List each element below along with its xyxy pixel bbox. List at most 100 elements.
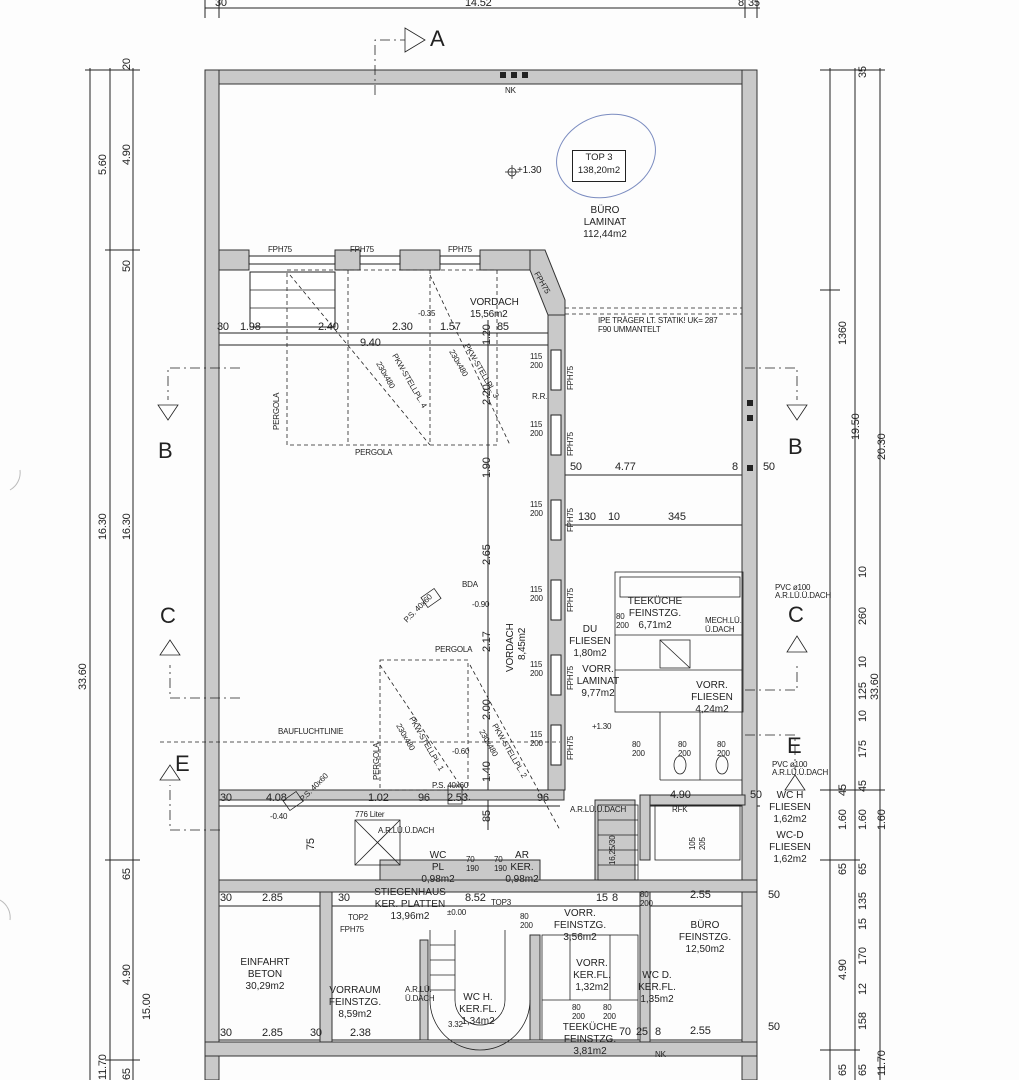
door-height: 200: [520, 921, 533, 930]
annotation-liter: 776 Liter: [355, 810, 385, 819]
dimension: 8: [612, 892, 618, 904]
dimension: 30: [217, 321, 229, 333]
dimension: 20.30: [876, 433, 888, 460]
room-area: 1,62m2: [773, 814, 807, 825]
annotation-level-130: +1.30: [517, 165, 542, 176]
dimension: 2.30: [392, 321, 413, 333]
dimension: 135: [857, 892, 869, 910]
dimension: 1.20: [481, 324, 493, 345]
dimension: 4.90: [837, 959, 849, 980]
room-floor: KER.FL.: [638, 982, 676, 993]
vordach-label: VORDACH: [505, 623, 516, 672]
room-area: 3,81m2: [573, 1046, 607, 1057]
annotation-fph: FPH75: [566, 432, 575, 456]
dimension: 2.40: [318, 321, 339, 333]
dimension: 8: [655, 1026, 661, 1038]
door-height: 200: [640, 899, 653, 908]
annotation-level-035: -0.35: [418, 309, 436, 318]
dimension: 10: [857, 656, 869, 668]
room-area: 0,98m2: [421, 874, 455, 885]
dimension: 8: [738, 0, 744, 9]
room-area: 13,96m2: [390, 911, 430, 922]
room-name: TEEKÜCHE: [562, 1022, 618, 1033]
unit-area: 138,20m2: [577, 165, 621, 176]
annotation-pvc-1: PVC ø100: [775, 583, 811, 592]
dimension: 30: [220, 892, 232, 904]
annotation-level-090: -0.90: [472, 600, 490, 609]
annotation-pvc-1: PVC ø100: [772, 760, 808, 769]
room-floor: FEINSTZG.: [628, 608, 682, 619]
room-area: 1,80m2: [573, 648, 607, 659]
dimension: 10: [857, 566, 869, 578]
door-height: 200: [603, 1012, 616, 1021]
room-floor: LAMINAT: [583, 217, 627, 228]
section-marker-c-left: C: [160, 603, 176, 628]
section-marker-a: A: [430, 26, 445, 51]
room-area: 112,44m2: [583, 229, 627, 240]
annotation-arluu: A.R.LÜ.Ü.DACH: [378, 826, 435, 835]
room-floor: PL: [431, 862, 445, 873]
dimension: 4.90: [121, 964, 133, 985]
room-name: WC: [429, 850, 447, 861]
annotation-arluu: A.R.LÜ.Ü.DACH: [570, 805, 627, 814]
annotation-level-000: ±0.00: [447, 908, 466, 917]
dimension: 4.08: [266, 792, 287, 804]
dimension: 50: [570, 461, 582, 473]
room-floor: LAMINAT: [576, 676, 620, 687]
dimension: 65: [837, 1064, 849, 1076]
dimension: 30: [338, 892, 350, 904]
room-name: VORR.: [576, 958, 608, 969]
door-height: 205: [698, 837, 707, 850]
annotation-ps: P.S. 40x60: [432, 781, 469, 790]
window-width: 115: [530, 352, 543, 361]
room-name: BÜRO: [590, 205, 620, 216]
dimension: 33.60: [869, 673, 881, 700]
room-floor: FLIESEN: [691, 692, 733, 703]
room-area: 1,62m2: [773, 854, 807, 865]
room-name: WC H.: [463, 992, 493, 1003]
annotation-pergola: PERGOLA: [355, 448, 393, 457]
dimension: 35: [857, 66, 869, 78]
dimension: 30: [220, 792, 232, 804]
dimension: 65: [121, 868, 133, 880]
annotation-mech-1: MECH.LÜ.: [705, 616, 742, 625]
door-height: 200: [678, 749, 691, 758]
door-width: 105: [688, 837, 697, 850]
room-area: 0,98m2: [505, 874, 539, 885]
dimension: 75: [305, 838, 317, 850]
door-width: 80: [616, 612, 625, 621]
annotation-stair: 16,25/30: [608, 835, 617, 865]
annotation-fph: FPH75: [340, 925, 364, 934]
room-area: 4,24m2: [695, 704, 729, 715]
room-floor: FLIESEN: [769, 802, 811, 813]
room-area: 12,50m2: [685, 944, 725, 955]
annotation-fph: FPH75: [268, 245, 292, 254]
window-height: 200: [530, 429, 543, 438]
unit-label-top3: TOP 3 138,20m2: [572, 150, 626, 182]
annotation-pergola: PERGOLA: [435, 645, 473, 654]
dimension: 2.00: [481, 699, 493, 720]
dimension: 2.53: [447, 792, 468, 804]
dimension: 19.50: [850, 413, 862, 440]
dimension: 35: [748, 0, 760, 9]
room-name: VORRAUM: [329, 985, 381, 996]
dimension: 260: [857, 607, 869, 625]
dimension: 1.90: [481, 457, 493, 478]
room-label-wc-d-ker: WC D.KER.FL.1,35m2: [638, 970, 676, 1006]
annotation-fph: FPH75: [350, 245, 374, 254]
annotation-fph: FPH75: [448, 245, 472, 254]
annotation-fph: FPH75: [566, 666, 575, 690]
door-height: 200: [572, 1012, 585, 1021]
door-height: 190: [466, 864, 479, 873]
door-height: 200: [616, 621, 629, 630]
dimension: 96: [418, 792, 430, 804]
annotation-pvc-2: A.R.LÜ.Ü.DACH: [775, 591, 832, 600]
dimension: 130: [578, 511, 596, 523]
dimension: 11.70: [97, 1054, 109, 1080]
room-name: WC D.: [642, 970, 672, 981]
